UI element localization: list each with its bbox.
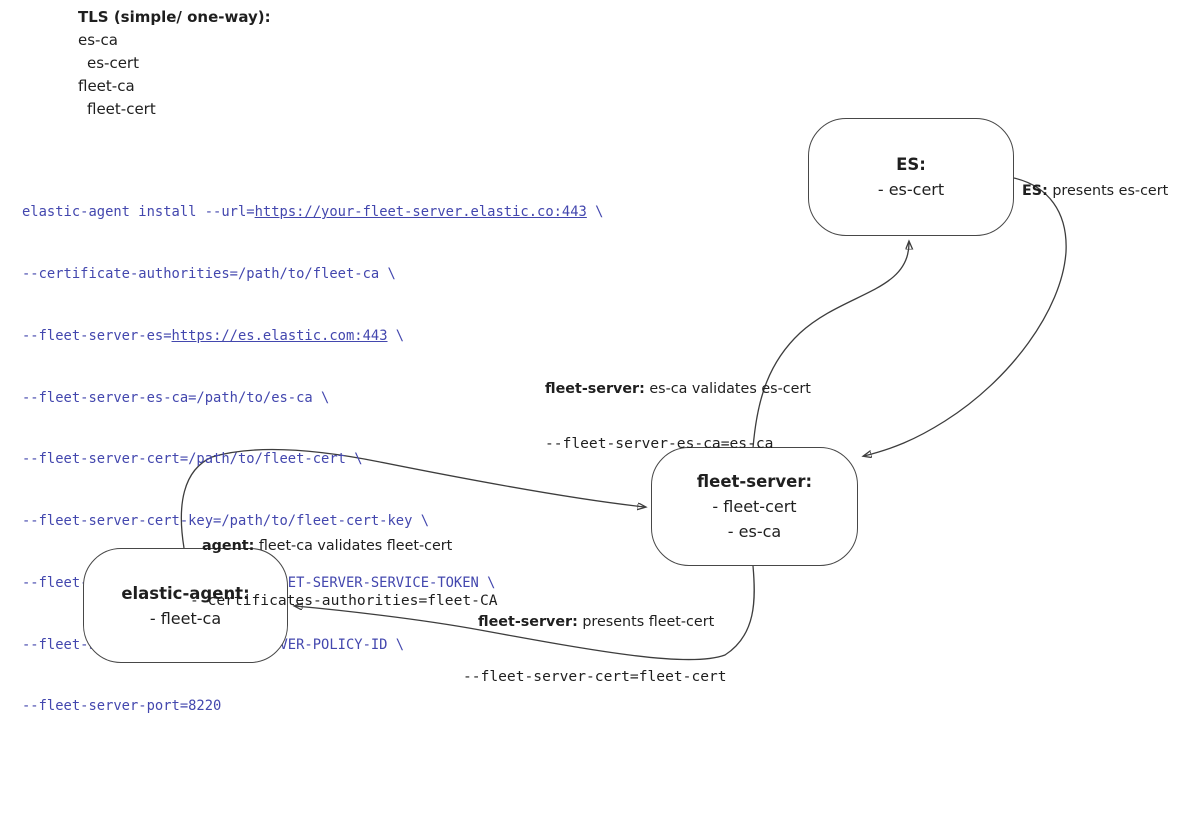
es-url-link[interactable]: https://es.elastic.com:443 [171, 327, 388, 344]
edge-label-flag: --certificates-authorities=fleet-CA [190, 592, 498, 609]
node-elastic-agent: elastic-agent: - fleet-ca [83, 548, 288, 663]
edge-label-prefix: fleet-server: [545, 381, 645, 397]
edge-label-prefix: fleet-server: [478, 614, 578, 630]
edge-label-rest: fleet-ca validates fleet-cert [254, 538, 453, 554]
node-es: ES: - es-cert [808, 118, 1014, 236]
edge-label-fleet-server-validates: fleet-server: es-ca validates es-cert --… [545, 344, 811, 489]
node-fleet-server-title: fleet-server: [696, 472, 813, 491]
code-text: \ [586, 204, 604, 221]
node-elastic-agent-title: elastic-agent: [121, 583, 250, 603]
edge-label-rest: es-ca validates es-cert [644, 381, 811, 397]
edge-label-text: fleet-server: es-ca validates es-cert [545, 380, 811, 398]
edge-label-flag: --fleet-server-cert=fleet-cert [463, 668, 727, 685]
code-line: --fleet-server-es-ca=/path/to/es-ca \ [22, 388, 603, 409]
code-text: --fleet-server-es= [22, 327, 172, 344]
tls-note-line: es-ca [78, 31, 118, 49]
edge-label-prefix: agent: [202, 538, 255, 554]
code-text: --fleet-server-cert-key=/path/to/fleet-c… [22, 513, 430, 530]
node-fleet-server-item: - fleet-cert [712, 497, 797, 516]
code-text: --certificate-authorities=/path/to/fleet… [22, 265, 396, 282]
code-text: \ [387, 327, 405, 344]
edge-label-text: ES: presents es-cert [1022, 182, 1168, 200]
edge-label-es-presents: ES: presents es-cert [1022, 146, 1168, 236]
node-es-title: ES: [896, 155, 926, 174]
code-line: --certificate-authorities=/path/to/fleet… [22, 264, 603, 285]
edge-label-fleet-server-presents: fleet-server: presents fleet-cert --flee… [463, 577, 727, 722]
edge-label-prefix: ES: [1022, 183, 1048, 199]
tls-note: TLS (simple/ one-way): es-ca es-cert fle… [78, 6, 271, 121]
tls-note-line: fleet-ca [78, 77, 135, 95]
node-es-item: - es-cert [877, 180, 945, 199]
edge-label-agent-validates: agent: fleet-ca validates fleet-cert --c… [190, 501, 498, 646]
code-text: --fleet-server-es-ca=/path/to/es-ca \ [22, 389, 330, 406]
edge-label-text: agent: fleet-ca validates fleet-cert [202, 537, 498, 555]
edge-label-rest: presents fleet-cert [577, 614, 715, 630]
edge-label-text: fleet-server: presents fleet-cert [478, 613, 727, 631]
code-line: --fleet-server-cert-key=/path/to/fleet-c… [22, 511, 603, 532]
fleet-server-url-link[interactable]: https://your-fleet-server.elastic.co:443 [254, 204, 587, 221]
code-line: --fleet-server-port=8220 [22, 696, 603, 717]
code-text: --fleet-server-cert=/path/to/fleet-cert … [22, 451, 363, 468]
node-fleet-server: fleet-server: - fleet-cert - es-ca [651, 447, 858, 566]
code-line: --fleet-server-es=https://es.elastic.com… [22, 326, 603, 347]
node-fleet-server-item: - es-ca [727, 522, 782, 541]
tls-note-line: fleet-cert [87, 100, 156, 118]
node-elastic-agent-item: - fleet-ca [149, 608, 222, 628]
tls-note-title: TLS (simple/ one-way): [78, 8, 271, 26]
code-line: elastic-agent install --url=https://your… [22, 202, 603, 223]
edge-label-rest: presents es-cert [1047, 183, 1169, 199]
edge-label-flag: --fleet-server-es-ca=es-ca [545, 435, 774, 452]
tls-note-line: es-cert [87, 54, 139, 72]
code-line: --fleet-server-cert=/path/to/fleet-cert … [22, 449, 603, 470]
code-text: --fleet-server-port=8220 [22, 698, 222, 715]
code-text: elastic-agent install --url= [22, 204, 255, 221]
